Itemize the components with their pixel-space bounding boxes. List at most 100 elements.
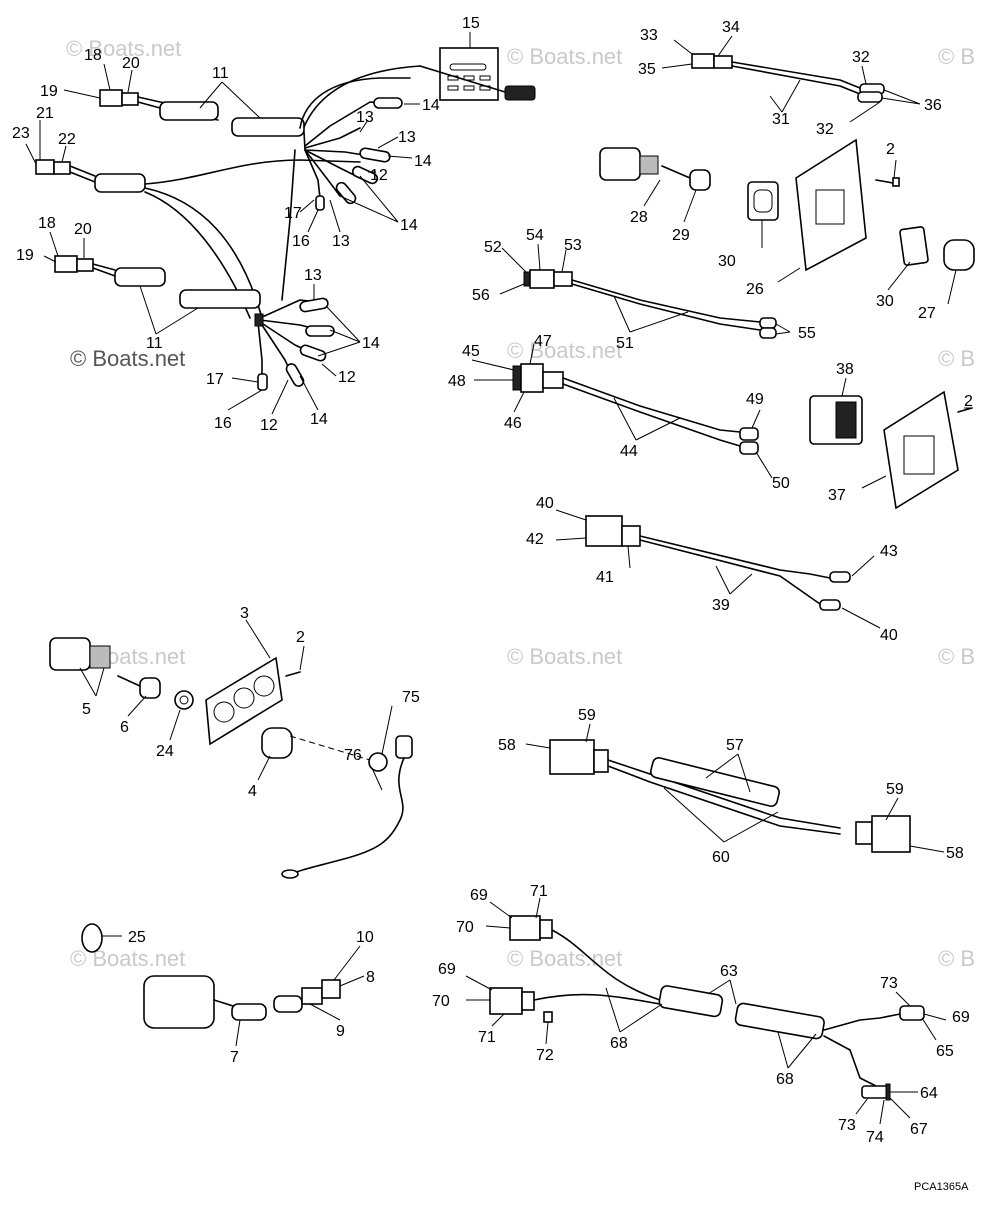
callout-37: 37: [828, 487, 846, 504]
callout-9: 9: [336, 1023, 345, 1040]
callout-60: 59: [886, 781, 904, 798]
callout-38: 38: [836, 361, 854, 378]
connector-41: [585, 515, 623, 547]
callout-20: 20: [122, 55, 140, 72]
wire: [551, 929, 661, 1001]
connector-34: [713, 55, 733, 69]
harness-52-assembly: [523, 269, 777, 339]
callout-14: 14: [414, 153, 432, 170]
switch-barrel: [639, 155, 659, 175]
callout-56: 55: [798, 325, 816, 342]
leader: [861, 65, 867, 85]
callout-14: 14: [310, 411, 328, 428]
callout-70: 71: [530, 883, 548, 900]
callout-2: 2: [296, 629, 305, 646]
connector-69: [489, 987, 523, 1015]
connector-54: [553, 271, 573, 287]
callout-66: 68: [776, 1071, 794, 1088]
watermark: © B: [938, 44, 975, 69]
connector-8: [321, 979, 341, 999]
terminal-65: [899, 1005, 925, 1021]
callout-59: 58: [946, 845, 964, 862]
leader: [139, 285, 199, 335]
leader: [887, 261, 911, 291]
callout-8: 8: [366, 969, 375, 986]
watermarks: © Boats.net © Boats.net © B © Boats.net …: [66, 36, 975, 971]
connector-20: [121, 92, 139, 106]
leader: [705, 753, 751, 793]
callout-42: 41: [596, 569, 614, 586]
screw-2: [875, 179, 894, 184]
leader: [501, 247, 527, 273]
harness-sleeve-63: [658, 985, 724, 1018]
screw-head: [892, 177, 900, 187]
wire: [304, 149, 341, 197]
callout-45: 44: [620, 443, 638, 460]
leader: [359, 119, 369, 133]
callout-labels: 15 18 20 19 11 21 23 22 14 13 13 14 12 1…: [12, 15, 973, 1193]
leader: [769, 79, 801, 113]
callout-11: 11: [212, 65, 229, 82]
terminal-51: [739, 441, 759, 455]
leader: [271, 379, 289, 415]
leader: [717, 35, 733, 57]
leader: [257, 755, 271, 781]
watermark: © B: [938, 946, 975, 971]
wire: [299, 77, 411, 129]
terminal-17: [315, 195, 325, 211]
key-6: [139, 677, 161, 699]
callout-23: 23: [12, 125, 30, 142]
connector-55: [529, 269, 555, 289]
callout-11: 11: [146, 335, 163, 352]
harness-sleeve-11: [179, 289, 261, 309]
callout-13: 13: [304, 267, 322, 284]
callout-46: 45: [462, 343, 480, 360]
connector-70: [539, 919, 553, 939]
wire: [639, 535, 831, 579]
harness-sleeve-58: [649, 757, 781, 807]
leader: [231, 377, 259, 383]
harness-31-assembly: [691, 53, 885, 103]
leader: [841, 377, 847, 397]
wire: [562, 377, 741, 447]
callout-68: 67: [910, 1121, 928, 1138]
callout-30: 30: [718, 253, 736, 270]
callout-19: 19: [16, 247, 34, 264]
leader: [529, 343, 535, 365]
leader: [63, 89, 101, 99]
panel-3: [205, 656, 283, 746]
leader: [377, 136, 399, 149]
switch-housing-7: [143, 975, 215, 1029]
leader: [103, 63, 111, 91]
mounting-panel-26: [795, 138, 867, 272]
callout-57: 56: [472, 287, 490, 304]
leader: [777, 1031, 817, 1069]
leader: [923, 1013, 947, 1021]
callout-69: 70: [432, 993, 450, 1010]
watermark: © B: [938, 346, 975, 371]
leader: [849, 101, 881, 123]
connector-53: [523, 271, 531, 287]
wire: [823, 1013, 901, 1031]
callout-52: 51: [616, 335, 634, 352]
leader: [227, 389, 263, 411]
leader: [879, 1099, 885, 1125]
leader: [49, 231, 59, 257]
connector-33: [691, 53, 715, 69]
connector-59: [871, 815, 911, 853]
callout-74: 74: [866, 1129, 884, 1146]
callout-32: 32: [852, 49, 870, 66]
fuse-holder-15: [439, 47, 499, 101]
wire: [607, 759, 841, 835]
watermark: © Boats.net: [507, 338, 622, 363]
leader: [893, 159, 897, 179]
callout-31: 31: [772, 111, 790, 128]
leader: [661, 63, 693, 69]
callout-34: 34: [722, 19, 740, 36]
callout-18: 18: [38, 215, 56, 232]
key-shank: [661, 165, 691, 179]
lanyard-clip: [395, 735, 413, 759]
key-29: [689, 169, 711, 191]
leader: [489, 901, 513, 919]
